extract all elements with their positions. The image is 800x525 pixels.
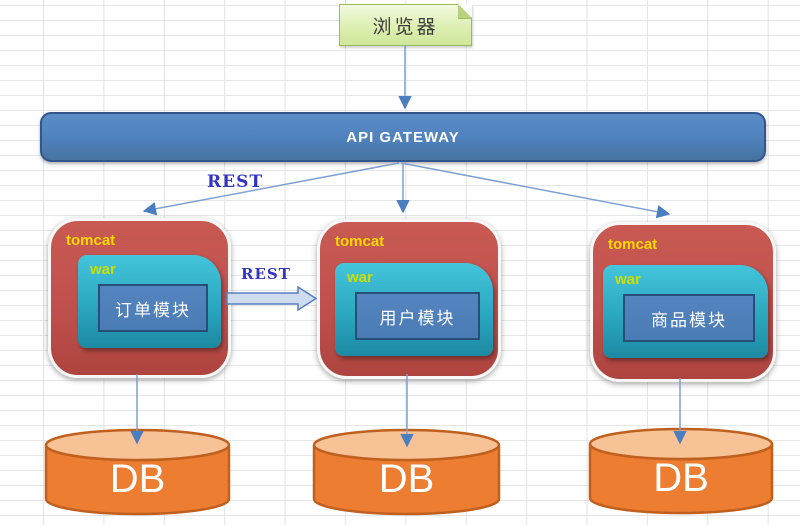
browser-label: 浏览器 [372,15,439,38]
block-arrow-rest [226,285,318,312]
tomcat-label: tomcat [335,233,385,250]
war-label: war [615,271,641,288]
war-box-product[interactable]: war 商品模块 [603,265,768,358]
api-gateway-node[interactable]: API GATEWAY [40,112,766,162]
db-label: DB [110,457,166,501]
gateway-label: API GATEWAY [346,128,460,146]
rest-label-mid: REST [241,265,291,283]
module-box-user[interactable]: 用户模块 [355,292,480,340]
arrow-gateway-to-tomcat-product [400,162,671,219]
folded-corner-icon [458,4,472,19]
module-box-product[interactable]: 商品模块 [623,294,755,342]
db-cylinder-user[interactable]: DB [312,428,501,516]
rest-label-top: REST [207,172,264,192]
war-box-order[interactable]: war 订单模块 [78,255,221,348]
module-box-order[interactable]: 订单模块 [98,284,208,332]
tomcat-node-user[interactable]: tomcat war 用户模块 [317,219,501,379]
tomcat-node-product[interactable]: tomcat war 商品模块 [590,222,776,382]
db-label: DB [379,457,435,501]
browser-node[interactable]: 浏览器 [339,4,472,46]
tomcat-label: tomcat [608,236,658,253]
tomcat-label: tomcat [66,232,116,249]
war-label: war [90,261,116,278]
module-label: 订单模块 [115,300,191,321]
module-label: 商品模块 [651,310,727,331]
tomcat-node-order[interactable]: tomcat war 订单模块 [48,218,231,378]
db-cylinder-product[interactable]: DB [588,427,774,515]
arrow-gateway-to-tomcat-order [142,162,400,216]
war-label: war [347,269,373,286]
db-cylinder-order[interactable]: DB [44,428,231,516]
war-box-user[interactable]: war 用户模块 [335,263,493,356]
db-label: DB [653,456,709,500]
module-label: 用户模块 [379,308,456,329]
